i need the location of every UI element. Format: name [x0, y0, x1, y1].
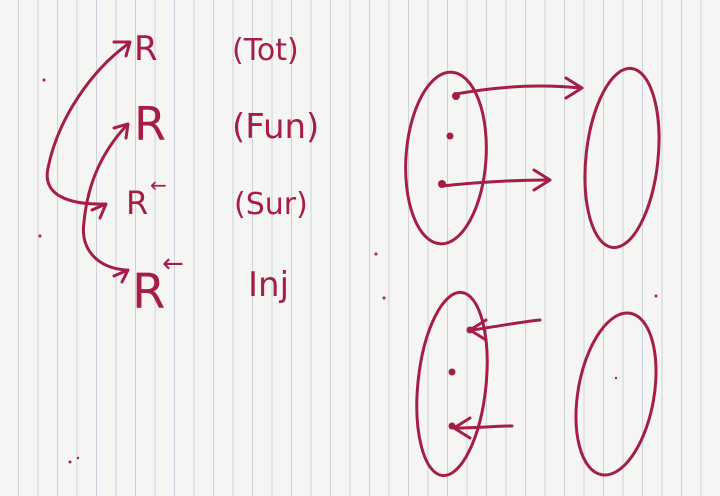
relation-property: (Fun): [232, 107, 319, 147]
codomain-set: [574, 311, 658, 477]
arrow-head-icon: [452, 416, 472, 440]
mapping-arrow: [454, 424, 514, 430]
top-mapping-diagram: [404, 66, 661, 250]
mapping-arrow: [454, 84, 582, 96]
ink-specks: [38, 78, 658, 464]
relation-symbol: R: [134, 29, 158, 69]
element-dot: [448, 368, 456, 376]
relation-property: (Sur): [234, 187, 308, 222]
mapping-arrow: [440, 178, 550, 188]
relation-symbol: R: [126, 184, 148, 222]
domain-set: [415, 290, 489, 478]
relation-property: (Tot): [232, 33, 299, 68]
arrow-head-icon: [112, 40, 132, 58]
element-dot: [446, 132, 454, 140]
relation-row-sur: R ← (Sur): [126, 173, 308, 222]
relation-symbol: R: [132, 264, 165, 320]
relation-row-fun: R (Fun): [134, 97, 319, 151]
codomain-set: [583, 66, 661, 250]
relation-property: Inj: [248, 265, 289, 305]
curved-arrow-tot-sur: [45, 42, 130, 206]
relation-row-inj: R ← Inj: [132, 249, 289, 320]
arrow-head-icon: [532, 168, 552, 192]
arrow-head-icon: [112, 268, 130, 284]
relation-symbol: R: [134, 97, 166, 151]
arrow-head-icon: [112, 122, 130, 140]
bottom-mapping-diagram: [415, 290, 658, 478]
relation-row-tot: R (Tot): [134, 29, 299, 69]
domain-set: [404, 70, 488, 246]
arrow-head-icon: [90, 202, 108, 220]
mapping-arrow: [470, 318, 542, 332]
relation-superscript: ←: [150, 173, 167, 197]
relation-superscript: ←: [162, 249, 184, 279]
curved-arrow-fun-inj: [81, 124, 128, 272]
arrow-head-icon: [468, 318, 488, 342]
arrow-head-icon: [564, 76, 584, 100]
